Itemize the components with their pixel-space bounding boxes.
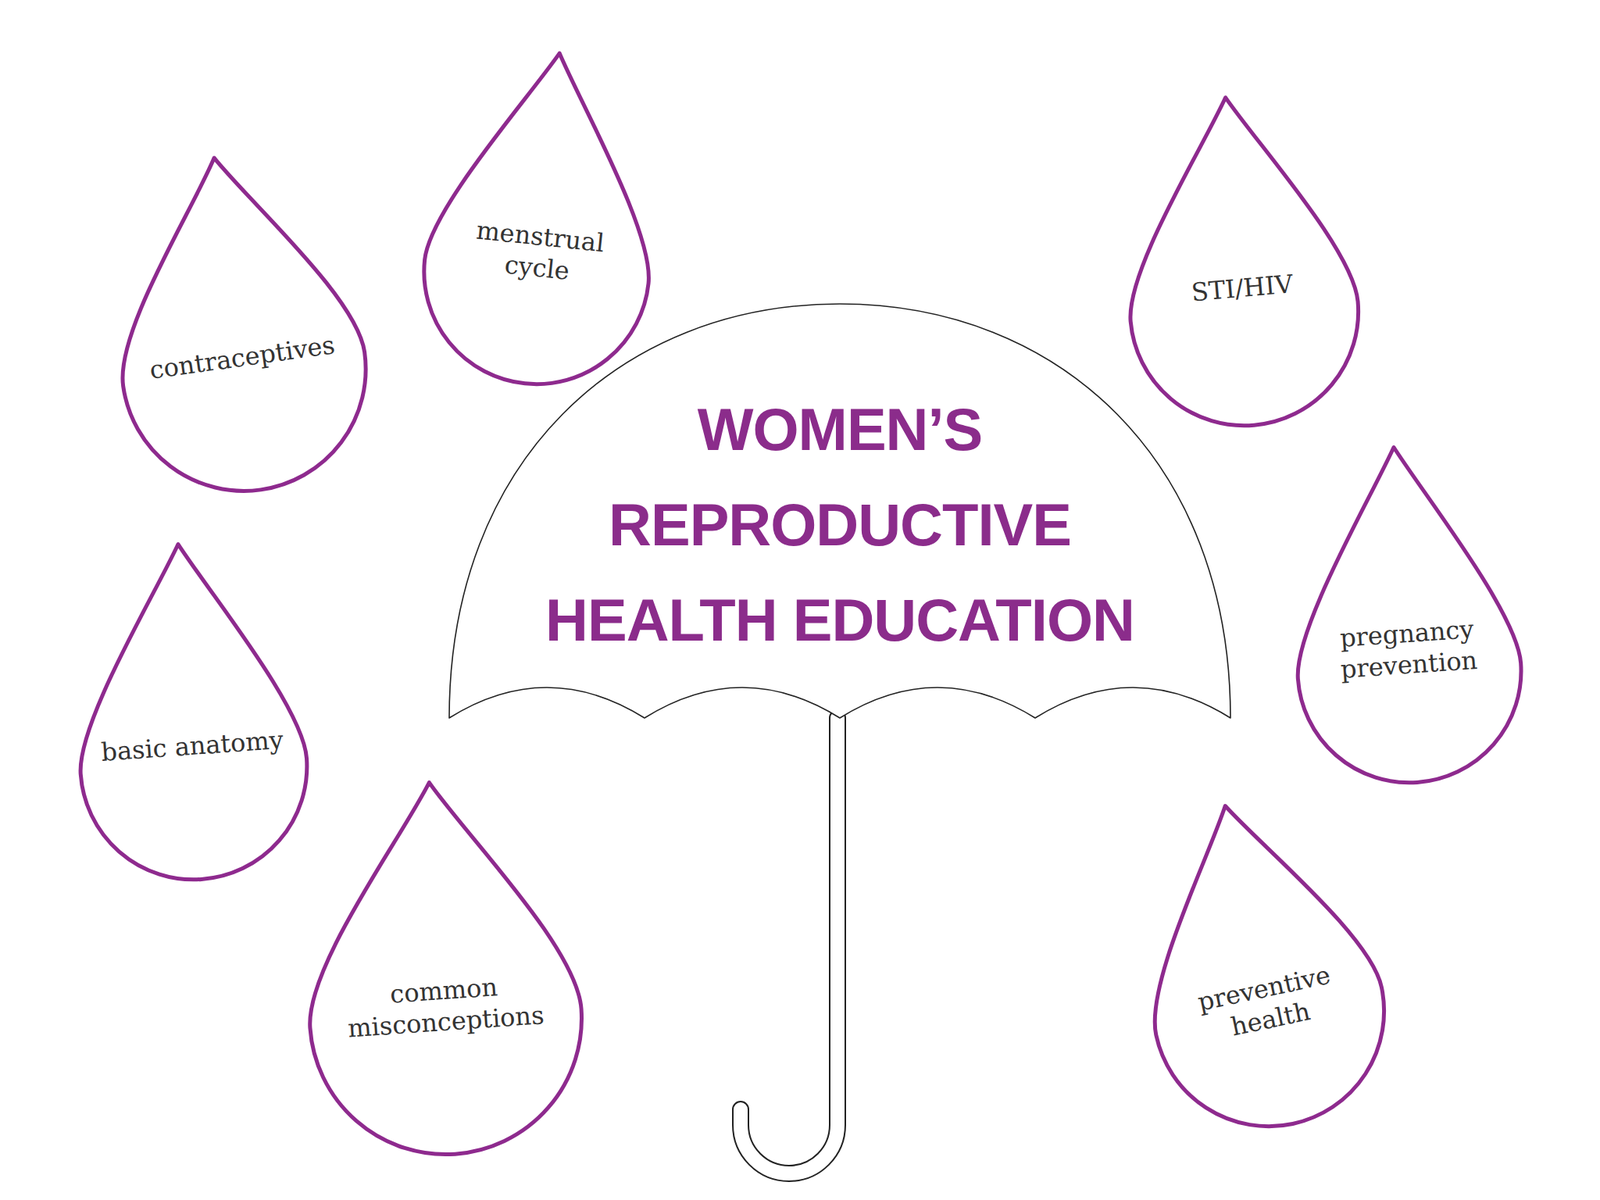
drop-shape xyxy=(1112,782,1406,1148)
drop-shape xyxy=(93,140,383,507)
topic-drop: basic anatomy xyxy=(61,532,318,891)
canopy-shape xyxy=(449,303,1231,718)
topic-drop: STI/HIV xyxy=(1108,84,1372,440)
topic-drop: menstrual cycle xyxy=(409,38,675,400)
drop-outline xyxy=(290,769,595,1167)
drop-shape xyxy=(413,41,672,396)
topic-drop: pregnancy prevention xyxy=(1278,435,1533,793)
drop-outline xyxy=(409,38,675,400)
drop-shape xyxy=(1111,87,1368,436)
drop-shape xyxy=(293,773,591,1165)
drop-outline xyxy=(1108,84,1372,440)
drop-outline xyxy=(1278,435,1533,793)
text-holder: WOMEN’S REPRODUCTIVE HEALTH EDUCATION xyxy=(503,382,1176,668)
drop-outline xyxy=(89,137,386,511)
drop-shape xyxy=(1282,439,1529,791)
text-holder: pregnancy prevention xyxy=(1316,611,1500,687)
handle-outline xyxy=(740,717,838,1174)
topic-drop: contraceptives xyxy=(89,137,386,511)
drop-outline xyxy=(61,532,318,891)
umbrella-title: WOMEN’S REPRODUCTIVE HEALTH EDUCATION xyxy=(503,382,1176,668)
topic-drop: common misconceptions xyxy=(290,769,595,1167)
topic-drop: preventive health xyxy=(1108,778,1410,1152)
handle-fill xyxy=(740,717,838,1174)
drop-outline xyxy=(1108,778,1410,1152)
topic-label: pregnancy prevention xyxy=(1316,611,1500,687)
umbrella-canopy: WOMEN’S REPRODUCTIVE HEALTH EDUCATION xyxy=(449,303,1231,739)
drop-shape xyxy=(64,535,315,887)
